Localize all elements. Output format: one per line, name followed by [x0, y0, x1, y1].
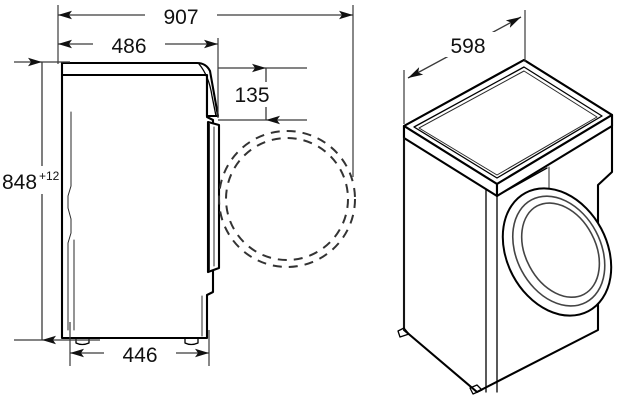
perspective-control-panel-seam	[496, 167, 548, 197]
dim-446-value: 446	[122, 344, 157, 367]
perspective-door-group	[501, 187, 613, 317]
perspective-top-panel-inset-2	[418, 70, 598, 176]
dim-848-text-bg	[0, 166, 58, 194]
dim-598-text-bg	[432, 32, 504, 57]
dim-135-value: 135	[234, 84, 269, 107]
dim-486-text-bg	[93, 32, 165, 57]
perspective-foot-front	[469, 384, 483, 395]
dim-598-value: 598	[450, 35, 485, 58]
side-view-cabinet-outline	[60, 73, 215, 340]
door-swing-arc-inner	[225, 137, 349, 261]
side-view-dimensions: 907 486 135 848 +12 446	[0, 3, 354, 367]
dim-848-value: 848	[2, 171, 37, 194]
dim-848-tolerance: +12	[39, 169, 60, 183]
dim-135-text-bg	[229, 82, 287, 107]
side-view-foot-rear	[75, 337, 90, 346]
side-view-foot-front	[184, 337, 199, 346]
dim-907-value: 907	[163, 6, 198, 29]
door-ring-inner	[520, 202, 601, 299]
side-view-group	[60, 61, 356, 346]
perspective-foot-left	[397, 327, 410, 338]
side-view-front-fascia-curve	[198, 63, 217, 117]
dim-486-value: 486	[111, 35, 146, 58]
door-ring-middle	[511, 195, 606, 307]
perspective-top-panel-right-edge	[495, 113, 614, 198]
dim-907-text-bg	[145, 3, 217, 28]
perspective-top-panel-inset	[413, 66, 603, 179]
door-swing-arc-outer	[218, 130, 356, 268]
dim-446-text-bg	[104, 341, 176, 366]
perspective-view-group	[397, 58, 614, 395]
side-view-rear-panel-seam	[67, 111, 72, 331]
perspective-dimensions: 598	[403, 10, 526, 124]
